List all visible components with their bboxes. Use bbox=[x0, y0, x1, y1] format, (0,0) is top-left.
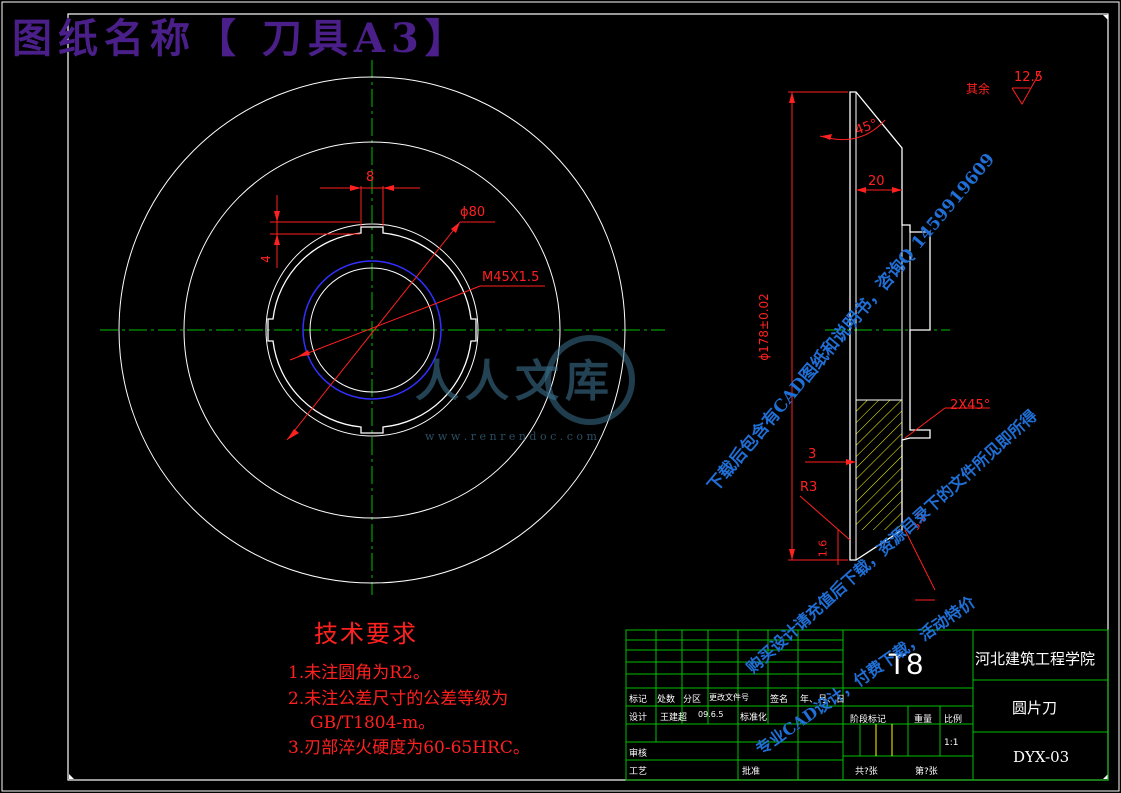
header-zone: 分区 bbox=[683, 695, 702, 705]
scale-value: 1:1 bbox=[944, 738, 959, 748]
dim-radius: R3 bbox=[800, 480, 818, 495]
part-name: 圆片刀 bbox=[1012, 699, 1058, 717]
review-label: 审核 bbox=[629, 749, 648, 759]
dim-chamfer: 2X45° bbox=[950, 398, 991, 413]
watermark-url: w w w . r e n r e n d o c . c o m bbox=[425, 430, 597, 443]
side-view bbox=[788, 71, 1041, 601]
sheet-title: 图纸名称【 刀具A3】 bbox=[12, 15, 471, 62]
tech-item-2: 2.未注公差尺寸的公差等级为 bbox=[288, 689, 509, 709]
title-block bbox=[625, 629, 1109, 781]
sheet-number: 第?张 bbox=[915, 767, 938, 777]
header-change-doc: 更改文件号 bbox=[709, 693, 749, 702]
dim-3: 3 bbox=[808, 447, 817, 462]
weight-label: 重量 bbox=[914, 715, 933, 725]
dim-thread: M45X1.5 bbox=[482, 270, 540, 285]
material: T8 bbox=[888, 648, 924, 681]
watermark-logo bbox=[545, 335, 635, 425]
tech-item-3: 3.刃部淬火硬度为60-65HRC。 bbox=[288, 738, 530, 758]
watermark-logo-text: 人人文库 bbox=[415, 356, 615, 407]
tech-requirements-title: 技术要求 bbox=[314, 620, 418, 648]
designer-name: 王建超 bbox=[660, 713, 688, 723]
tech-item-2b: GB/T1804-m。 bbox=[310, 713, 436, 733]
inner-frame bbox=[67, 13, 1109, 781]
roughness-label: 其余 bbox=[966, 82, 991, 96]
dim-width-20: 20 bbox=[868, 174, 885, 189]
header-mark: 标记 bbox=[629, 695, 648, 705]
total-sheets: 共?张 bbox=[855, 767, 878, 777]
dim-1-6: 1.6 bbox=[816, 539, 830, 558]
drawing-number: DYX-03 bbox=[1013, 748, 1070, 766]
school-name: 河北建筑工程学院 bbox=[975, 650, 1096, 668]
front-view bbox=[100, 60, 665, 595]
dim-diameter: ϕ178±0.02 bbox=[756, 293, 771, 361]
dim-bore: ϕ80 bbox=[460, 205, 486, 220]
header-count: 处数 bbox=[657, 695, 676, 705]
roughness-value: 12.5 bbox=[1014, 70, 1043, 85]
dim-keyway-width: 8 bbox=[366, 170, 375, 185]
dim-key-depth: 4 bbox=[258, 255, 273, 263]
stage-mark-label: 阶段标记 bbox=[850, 715, 887, 725]
header-signature: 签名 bbox=[770, 695, 789, 705]
design-label: 设计 bbox=[629, 713, 648, 723]
approve-label: 批准 bbox=[742, 767, 761, 777]
tech-item-1: 1.未注圆角为R2。 bbox=[288, 663, 430, 683]
scale-label: 比例 bbox=[944, 715, 963, 725]
design-date: 09.6.5 bbox=[698, 710, 724, 719]
header-date: 年、月、日 bbox=[800, 695, 846, 705]
process-label: 工艺 bbox=[629, 767, 648, 777]
standardization-label: 标准化 bbox=[740, 713, 768, 723]
